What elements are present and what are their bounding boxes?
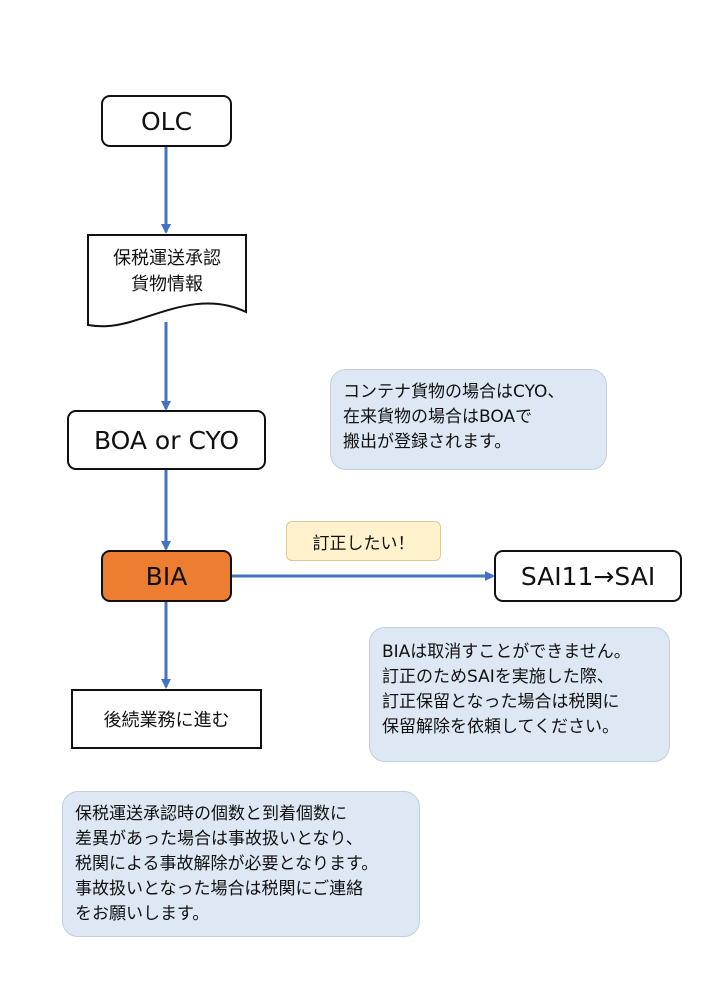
node-bia-label: BIA xyxy=(145,561,188,591)
note-line: 保留解除を依頼してください。 xyxy=(382,717,619,737)
note-line: BIAは取消すことができません。 xyxy=(382,642,631,662)
node-sai-label: SAI11→SAI xyxy=(520,561,656,591)
note-line: 訂正保留となった場合は税関に xyxy=(382,692,620,712)
node-sai: SAI11→SAI xyxy=(494,550,682,602)
note-accident: 保税運送承認時の個数と到着個数に 差異があった場合は事故扱いとなり、 税関による… xyxy=(62,791,420,937)
document-shape xyxy=(87,234,247,328)
note-cyo-boa: コンテナ貨物の場合はCYO、 在来貨物の場合はBOAで 搬出が登録されます。 xyxy=(330,369,607,470)
note-line: をお願いします。 xyxy=(75,904,210,924)
edge-label-text: 訂正したい！ xyxy=(312,533,415,554)
node-document-line: 保税運送承認 xyxy=(113,248,221,269)
node-document-line: 貨物情報 xyxy=(131,274,203,295)
note-line: 搬出が登録されます。 xyxy=(343,432,512,452)
node-next: 後続業務に進む xyxy=(71,689,262,749)
note-line: 在来貨物の場合はBOAで xyxy=(343,407,533,427)
node-bia: BIA xyxy=(101,550,232,602)
note-line: 訂正のためSAIを実施した際、 xyxy=(382,667,614,687)
node-next-label: 後続業務に進む xyxy=(103,710,230,731)
note-bia: BIAは取消すことができません。 訂正のためSAIを実施した際、 訂正保留となっ… xyxy=(369,627,670,762)
node-document: 保税運送承認 貨物情報 xyxy=(88,246,246,298)
note-line: 事故扱いとなった場合は税関にご連絡 xyxy=(75,879,364,899)
node-boa-cyo: BOA or CYO xyxy=(67,410,266,470)
note-line: コンテナ貨物の場合はCYO、 xyxy=(343,382,565,402)
note-line: 保税運送承認時の個数と到着個数に xyxy=(75,804,347,824)
node-boa-cyo-label: BOA or CYO xyxy=(93,425,240,455)
node-olc-label: OLC xyxy=(140,106,193,136)
note-line: 差異があった場合は事故扱いとなり、 xyxy=(75,829,363,849)
edge-label-correction: 訂正したい！ xyxy=(286,521,441,561)
node-olc: OLC xyxy=(101,95,232,147)
note-line: 税関による事故解除が必要となります。 xyxy=(75,854,379,874)
